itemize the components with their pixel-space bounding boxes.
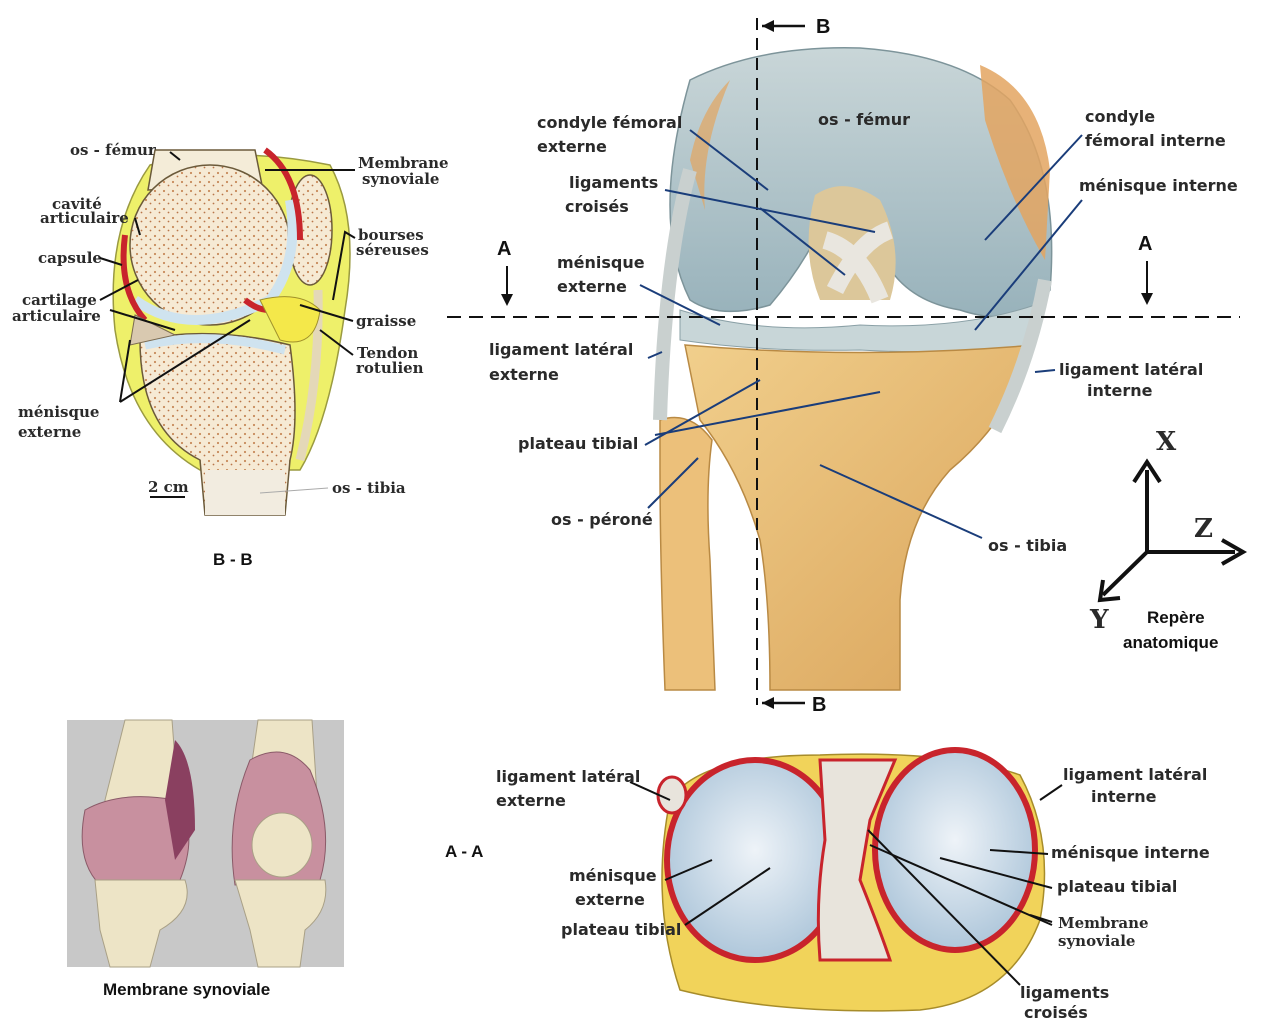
label-ligaments-aa-1: ligaments: [1020, 983, 1109, 1002]
label-cavite-2: articulaire: [40, 209, 129, 227]
label-capsule: capsule: [38, 249, 102, 267]
label-ligaments-aa-2: croisés: [1024, 1003, 1088, 1021]
label-lig-lat-int-front-1: ligament latéral: [1059, 360, 1203, 379]
label-os-femur-bb: os - fémur: [70, 141, 157, 159]
axes-caption-1: Repère: [1147, 608, 1205, 627]
axes-caption-2: anatomique: [1123, 633, 1218, 652]
label-plateau-aa-right: plateau tibial: [1057, 877, 1177, 896]
label-lig-lat-ext-front-2: externe: [489, 365, 559, 384]
label-plateau-aa-left: plateau tibial: [561, 920, 681, 939]
synovial-membrane-model: Membrane synoviale: [67, 720, 344, 999]
anatomical-axes: X Z Y Repère anatomique: [1089, 427, 1243, 652]
label-lig-lat-int-aa-1: ligament latéral: [1063, 765, 1207, 784]
section-a-marker-right: A: [1138, 233, 1152, 255]
label-menisque-ext-front-2: externe: [557, 277, 627, 296]
label-condyle-int-2: fémoral interne: [1085, 131, 1226, 150]
label-ligaments-croises-1: ligaments: [569, 173, 658, 192]
label-lig-lat-ext-aa-2: externe: [496, 791, 566, 810]
label-condyle-int-1: condyle: [1085, 107, 1155, 126]
label-os-tibia-front: os - tibia: [988, 536, 1067, 555]
label-menisque-bb-2: externe: [18, 423, 81, 441]
label-men-int-aa: ménisque interne: [1051, 843, 1210, 862]
label-menisque-bb-1: ménisque: [18, 403, 99, 421]
label-membrane-aa-2: synoviale: [1058, 932, 1135, 950]
label-graisse: graisse: [356, 312, 416, 330]
front-view-illustration: [660, 48, 1052, 690]
axis-x-label: X: [1156, 427, 1177, 457]
label-tendon-2: rotulien: [356, 359, 424, 377]
label-os-femur-front: os - fémur: [818, 110, 910, 129]
label-perone: os - péroné: [551, 510, 653, 529]
label-membrane-aa-1: Membrane: [1058, 914, 1149, 932]
section-b-marker-top: B: [816, 16, 830, 38]
label-lig-lat-ext-aa-1: ligament latéral: [496, 767, 640, 786]
label-lig-lat-int-front-2: interne: [1087, 381, 1153, 400]
synovial-model-caption: Membrane synoviale: [103, 980, 270, 999]
label-men-ext-aa-2: externe: [575, 890, 645, 909]
label-membrane-bb-2: synoviale: [362, 170, 439, 188]
label-cartilage-2: articulaire: [12, 307, 101, 325]
section-b-marker-bottom: B: [812, 694, 826, 716]
label-menisque-int-front: ménisque interne: [1079, 176, 1238, 195]
section-aa-caption: A - A: [445, 842, 483, 861]
label-men-ext-aa-1: ménisque: [569, 866, 657, 885]
section-aa-illustration: [658, 750, 1045, 1011]
label-lig-lat-int-aa-2: interne: [1091, 787, 1157, 806]
label-os-tibia-bb: os - tibia: [332, 479, 406, 497]
label-menisque-ext-front-1: ménisque: [557, 253, 645, 272]
axis-z-label: Z: [1194, 514, 1213, 544]
label-plateau-front: plateau tibial: [518, 434, 638, 453]
section-a-marker-left: A: [497, 238, 511, 260]
label-ligaments-croises-2: croisés: [565, 197, 629, 216]
label-lig-lat-ext-front-1: ligament latéral: [489, 340, 633, 359]
label-condyle-ext-2: externe: [537, 137, 607, 156]
scale-label: 2 cm: [148, 478, 189, 496]
label-condyle-ext-1: condyle fémoral: [537, 113, 682, 132]
axis-y-label: Y: [1089, 605, 1109, 635]
section-bb-caption: B - B: [213, 550, 253, 569]
label-bourses-2: séreuses: [356, 241, 429, 259]
